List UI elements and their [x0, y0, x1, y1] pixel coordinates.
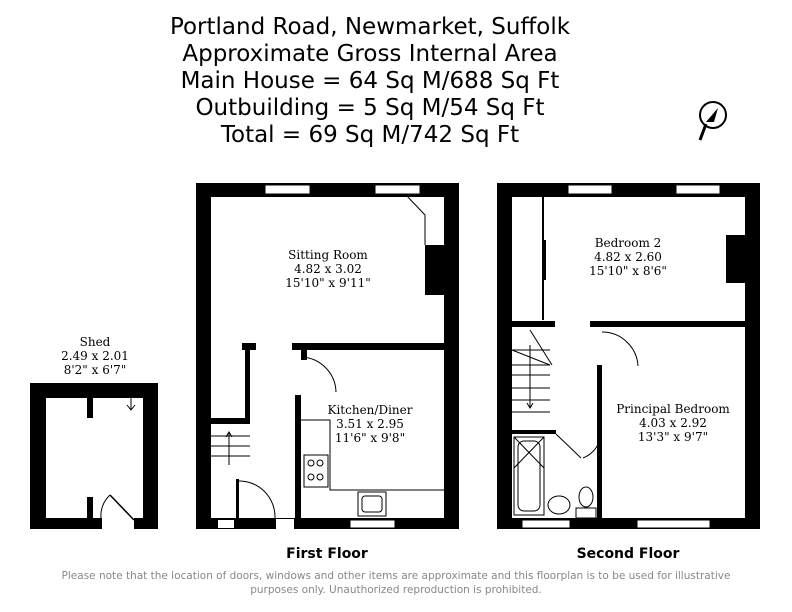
room-imperial: 15'10" x 9'11"	[285, 276, 371, 290]
title-main-house: Main House = 64 Sq M/688 Sq Ft	[180, 68, 560, 94]
room-name: Sitting Room	[288, 248, 368, 262]
room-label-bedroom-2: Bedroom 2 4.82 x 2.60 15'10" x 8'6"	[589, 236, 667, 278]
room-metric: 4.82 x 2.60	[594, 250, 662, 264]
room-imperial: 15'10" x 8'6"	[589, 264, 667, 278]
first-floor-label: First Floor	[286, 546, 368, 562]
room-imperial: 8'2" x 6'7"	[63, 363, 127, 377]
room-imperial: 13'3" x 9'7"	[637, 430, 709, 444]
room-metric: 3.51 x 2.95	[336, 417, 404, 431]
first-floor-plan	[196, 183, 459, 529]
room-imperial: 11'6" x 9'8"	[334, 431, 406, 445]
title-total: Total = 69 Sq M/742 Sq Ft	[220, 122, 520, 148]
room-name: Bedroom 2	[594, 236, 662, 250]
room-name: Kitchen/Diner	[327, 403, 413, 417]
disclaimer-note: Please note that the location of doors, …	[61, 570, 731, 596]
room-name: Shed	[79, 335, 111, 349]
room-label-principal-bedroom: Principal Bedroom 4.03 x 2.92 13'3" x 9'…	[616, 402, 730, 444]
floorplan-title: Portland Road, Newmarket, Suffolk Approx…	[160, 14, 580, 149]
room-label-kitchen: Kitchen/Diner 3.51 x 2.95 11'6" x 9'8"	[328, 403, 413, 445]
room-metric: 4.03 x 2.92	[639, 416, 707, 430]
title-gia: Approximate Gross Internal Area	[182, 41, 558, 67]
title-address: Portland Road, Newmarket, Suffolk	[169, 14, 571, 40]
room-name: Principal Bedroom	[616, 402, 730, 416]
shed-plan	[30, 383, 158, 529]
second-floor-label: Second Floor	[576, 546, 680, 562]
room-metric: 2.49 x 2.01	[61, 349, 129, 363]
room-metric: 4.82 x 3.02	[294, 262, 362, 276]
room-label-shed: Shed 2.49 x 2.01 8'2" x 6'7"	[61, 335, 129, 377]
title-outbuilding: Outbuilding = 5 Sq M/54 Sq Ft	[195, 95, 545, 121]
room-label-sitting-room: Sitting Room 4.82 x 3.02 15'10" x 9'11"	[285, 248, 370, 290]
second-floor-plan	[497, 183, 760, 529]
north-compass-icon	[698, 101, 727, 141]
